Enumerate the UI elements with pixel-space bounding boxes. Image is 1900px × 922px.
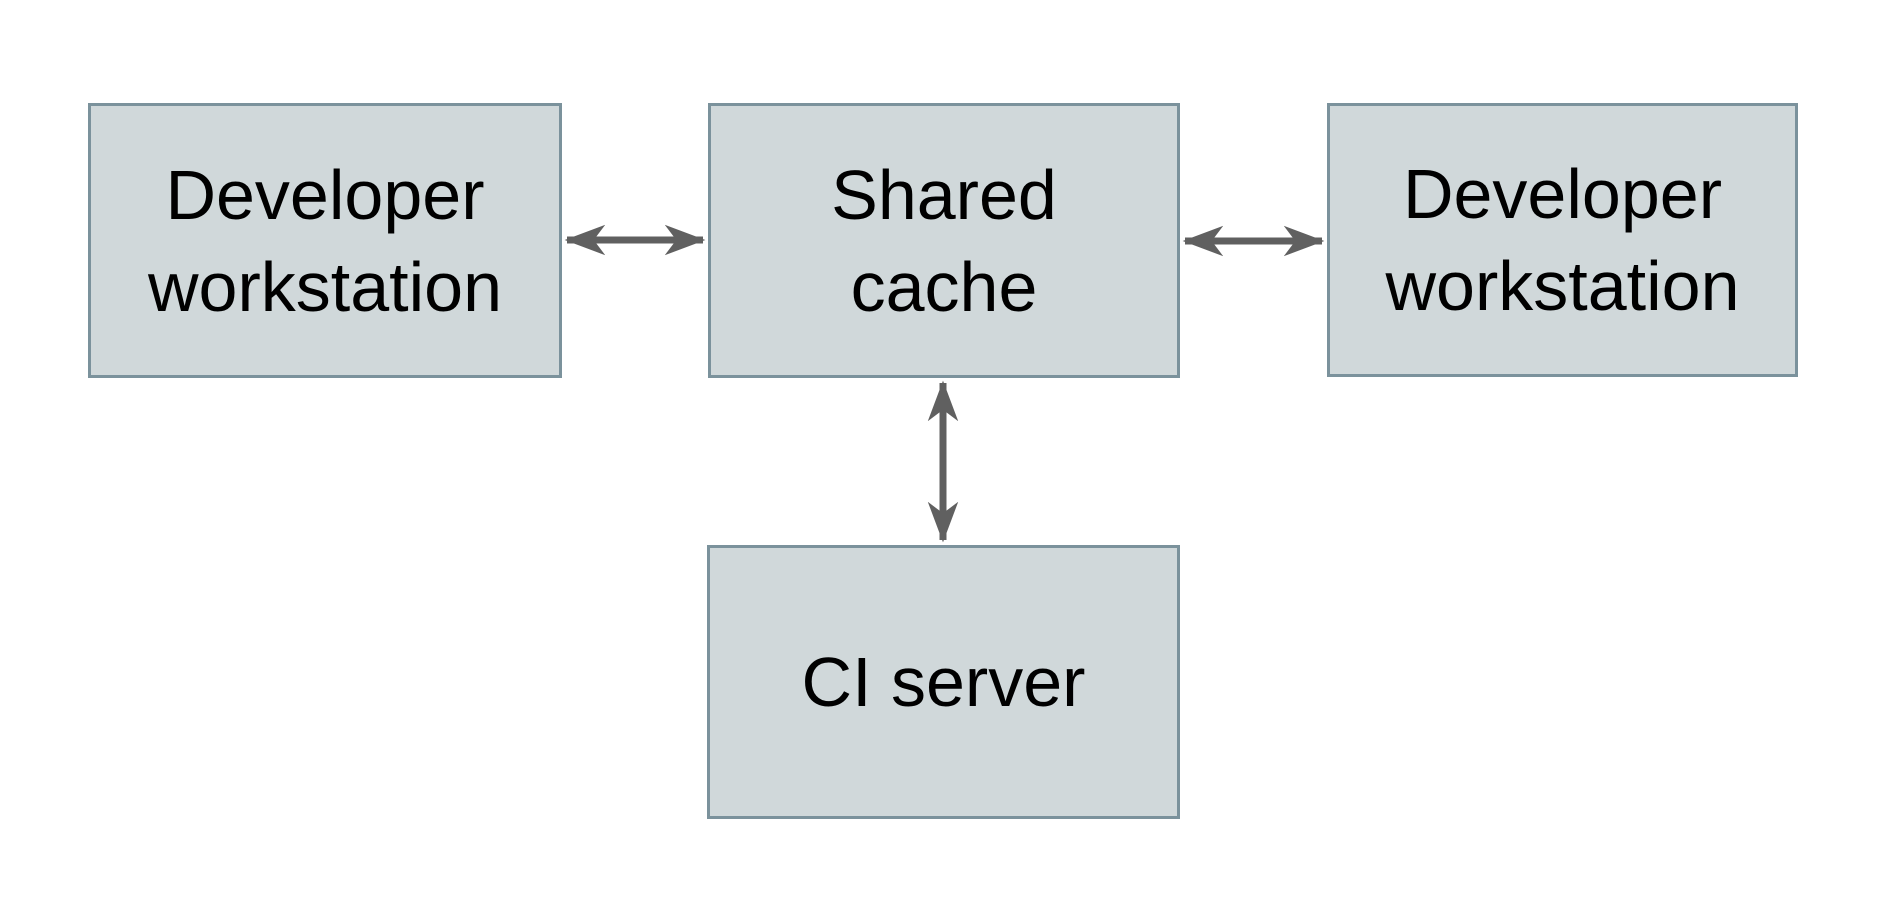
label-line: Developer [1402,155,1723,233]
label-line: workstation [1385,247,1740,325]
node-shared-cache: Shared cache [708,103,1180,378]
node-label: CI server [802,636,1086,728]
node-label: Developer workstation [148,149,502,333]
node-developer-workstation-left: Developer workstation [88,103,562,378]
node-label: Shared cache [831,149,1057,333]
node-developer-workstation-right: Developer workstation [1327,103,1798,377]
label-line: CI server [801,643,1086,721]
node-label: Developer workstation [1385,148,1739,332]
label-line: cache [850,247,1038,326]
node-ci-server: CI server [707,545,1180,819]
label-line: Developer [165,155,485,234]
label-line: Shared [831,155,1057,234]
label-line: workstation [147,247,503,326]
